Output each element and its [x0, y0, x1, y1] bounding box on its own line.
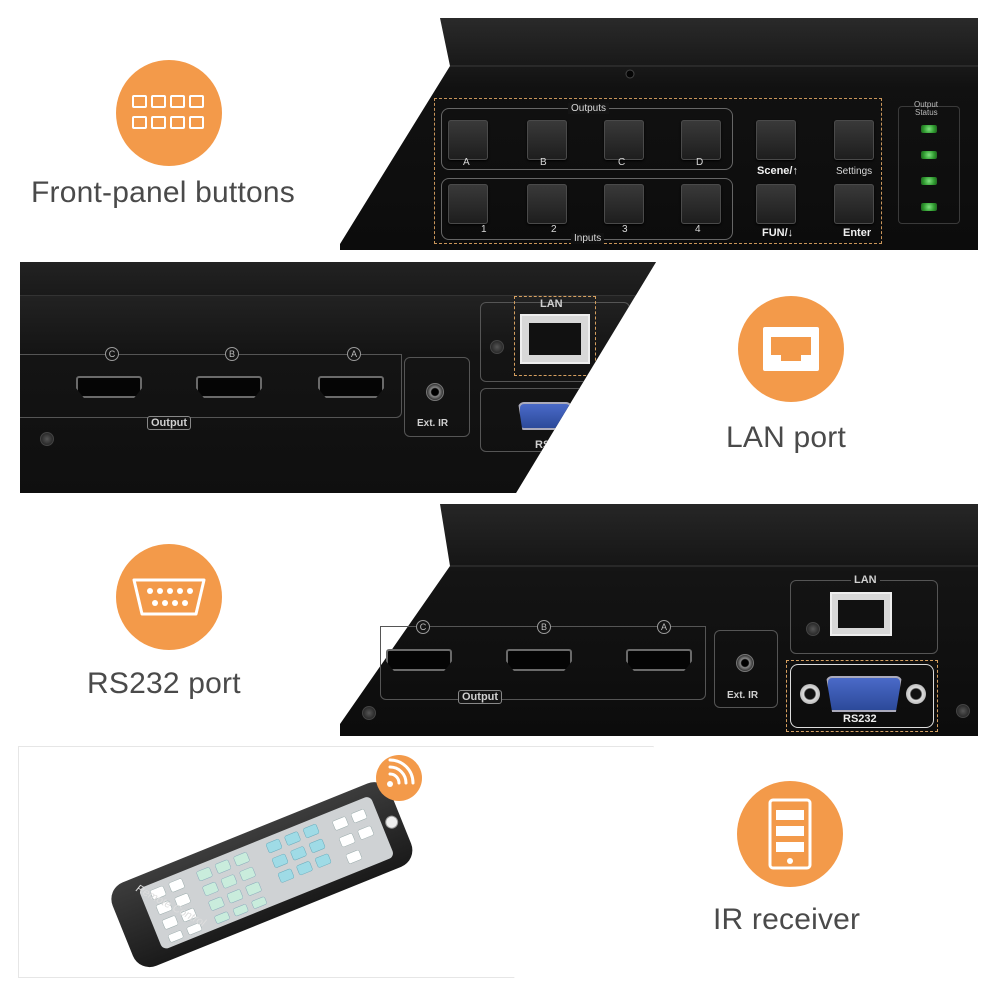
output-label-d: D — [696, 157, 704, 168]
chassis-screw — [490, 340, 504, 354]
lan-label-text: LAN port — [726, 421, 846, 454]
status-title-line1: Output — [914, 100, 939, 109]
port-letter-a: A — [657, 620, 671, 634]
input-label-1: 1 — [481, 224, 487, 235]
controls-highlight-box — [434, 98, 882, 244]
lan-highlight-box — [514, 296, 596, 376]
output-label-c: C — [618, 157, 626, 168]
output-bracket — [20, 354, 402, 418]
button-grid-icon — [132, 95, 204, 129]
lan-rj45-port — [830, 592, 892, 636]
input-label-3: 3 — [622, 224, 628, 235]
rs232-screw-right — [906, 684, 926, 704]
ext-ir-jack — [426, 383, 444, 401]
output-label-b: B — [540, 157, 547, 168]
status-led-a — [921, 125, 937, 133]
rs232-partial-label: RS — [535, 439, 551, 451]
status-title-line2: Status — [915, 108, 938, 117]
input-button-1[interactable] — [448, 184, 488, 224]
lan-feature-icon — [738, 296, 844, 402]
lan-label: LAN — [851, 574, 880, 586]
port-letter-c: C — [416, 620, 430, 634]
output-button-d[interactable] — [681, 120, 721, 160]
rs232-frame — [790, 664, 934, 728]
serial-port-icon — [132, 578, 206, 616]
hdmi-port-c — [386, 649, 452, 671]
outputs-title: Outputs — [568, 103, 610, 114]
output-top-line — [20, 354, 402, 355]
hdmi-port-c — [76, 376, 142, 398]
settings-label: Settings — [836, 166, 873, 177]
rear-panel-rs232-photo: C B A Output Ext. IR LAN RS232 — [340, 504, 978, 736]
hdmi-port-b — [506, 649, 572, 671]
remote-control-icon — [768, 798, 812, 870]
ext-ir-label: Ext. IR — [417, 418, 449, 429]
output-label: Output — [147, 416, 192, 430]
rs232-connector — [826, 676, 902, 712]
hdmi-port-a — [626, 649, 692, 671]
enter-label: Enter — [843, 227, 872, 239]
ext-ir-frame — [714, 630, 778, 708]
rear-panel-lan-photo: C B A Output Ext. IR LAN RS — [20, 262, 656, 493]
rs232-label: RS232 — [843, 713, 877, 725]
scene-button[interactable] — [756, 120, 796, 160]
device-chassis-shape — [340, 18, 978, 250]
input-button-2[interactable] — [527, 184, 567, 224]
device-chassis-shape — [340, 504, 978, 736]
input-label-2: 2 — [551, 224, 557, 235]
output-button-b[interactable] — [527, 120, 567, 160]
lan-rj45-port — [520, 314, 590, 364]
output-label: Output — [458, 690, 503, 704]
input-label-4: 4 — [695, 224, 701, 235]
front-panel-label: Front-panel buttons — [31, 176, 295, 209]
status-led-d — [921, 203, 937, 211]
port-letter-a: A — [347, 347, 361, 361]
ir-feature-icon — [737, 781, 843, 887]
rs232-label-text: RS232 port — [87, 667, 241, 700]
rs232-highlight-box — [786, 660, 938, 732]
output-label-a: A — [463, 157, 470, 168]
ethernet-port-icon — [763, 327, 819, 371]
hdmi-port-b — [196, 376, 262, 398]
input-button-4[interactable] — [681, 184, 721, 224]
fun-label: FUN/↓ — [762, 227, 794, 239]
chassis-screw — [956, 704, 970, 718]
scene-label: Scene/↑ — [757, 165, 798, 177]
rs232-screw-left — [800, 684, 820, 704]
chassis-screw — [40, 432, 54, 446]
ext-ir-jack — [736, 654, 754, 672]
fun-button[interactable] — [756, 184, 796, 224]
rs232-connector-partial — [518, 402, 572, 430]
chassis-screw — [362, 706, 376, 720]
ext-ir-label: Ext. IR — [727, 690, 759, 701]
ext-ir-frame — [404, 357, 470, 437]
inputs-title: Inputs — [571, 233, 605, 244]
output-status-frame — [898, 106, 960, 224]
front-panel-photo: Outputs A B C D Inputs 1 2 3 4 Scene/↑ S… — [340, 18, 978, 250]
lan-label: LAN — [540, 298, 563, 310]
front-panel-feature-icon — [116, 60, 222, 166]
port-letter-c: C — [105, 347, 119, 361]
port-letter-b: B — [225, 347, 239, 361]
settings-button[interactable] — [834, 120, 874, 160]
status-led-c — [921, 177, 937, 185]
hdmi-port-a — [318, 376, 384, 398]
status-led-b — [921, 151, 937, 159]
ir-label-text: IR receiver — [713, 903, 861, 936]
remote-control: Remote Control — [100, 760, 420, 980]
output-button-a[interactable] — [448, 120, 488, 160]
remote-control-image — [111, 782, 413, 968]
ir-signal-icon — [376, 752, 422, 804]
chassis-screw — [806, 622, 820, 636]
input-button-3[interactable] — [604, 184, 644, 224]
port-letter-b: B — [537, 620, 551, 634]
output-button-c[interactable] — [604, 120, 644, 160]
rs232-feature-icon — [116, 544, 222, 650]
enter-button[interactable] — [834, 184, 874, 224]
